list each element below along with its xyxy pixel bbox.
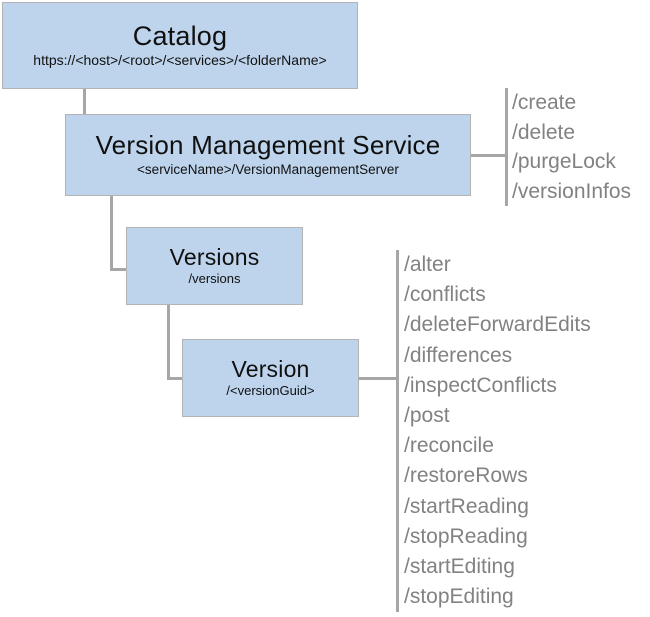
connector-versions-to-version-vertical	[167, 304, 170, 379]
operation-item[interactable]: /stopReading	[404, 524, 528, 548]
node-version-management-service-subtitle: <serviceName>/VersionManagementServer	[137, 161, 399, 177]
operations-bus-version	[396, 250, 399, 612]
operation-item[interactable]: /restoreRows	[404, 464, 528, 488]
operation-item[interactable]: /post	[404, 404, 450, 428]
node-version-management-service-title: Version Management Service	[95, 130, 441, 161]
node-versions-title: Versions	[169, 244, 260, 271]
operations-bus-vms	[505, 88, 508, 206]
connector-vms-to-operations	[469, 154, 507, 157]
operation-item[interactable]: /reconcile	[404, 434, 494, 458]
operation-item[interactable]: /startReading	[404, 494, 529, 518]
operation-item[interactable]: /startEditing	[404, 555, 515, 579]
node-versions-subtitle: /versions	[188, 271, 241, 287]
operations-list-version: /alter/conflicts/deleteForwardEdits/diff…	[404, 250, 591, 612]
operation-item[interactable]: /purgeLock	[512, 150, 616, 173]
connector-version-to-operations	[357, 377, 399, 380]
node-version-title: Version	[231, 356, 310, 383]
operation-item[interactable]: /stopEditing	[404, 585, 514, 609]
node-version-management-service[interactable]: Version Management Service <serviceName>…	[65, 114, 471, 196]
operation-item[interactable]: /inspectConflicts	[404, 373, 557, 397]
operations-list-version-management-service: /create/delete/purgeLock/versionInfos	[512, 88, 631, 206]
operation-item[interactable]: /versionInfos	[512, 179, 632, 203]
node-catalog-subtitle: https://<host>/<root>/<services>/<folder…	[33, 52, 327, 69]
operation-item[interactable]: /delete	[512, 120, 576, 144]
node-catalog-title: Catalog	[132, 21, 228, 52]
operation-item[interactable]: /alter	[404, 253, 451, 276]
node-versions[interactable]: Versions /versions	[126, 227, 303, 305]
node-version-subtitle: /<versionGuid>	[226, 383, 315, 399]
node-catalog[interactable]: Catalog https://<host>/<root>/<services>…	[2, 2, 358, 89]
operation-item[interactable]: /differences	[404, 343, 513, 367]
operation-item[interactable]: /create	[512, 91, 577, 114]
node-version[interactable]: Version /<versionGuid>	[182, 339, 359, 417]
operation-item[interactable]: /deleteForwardEdits	[404, 313, 591, 337]
connector-vms-to-versions-vertical	[110, 195, 113, 270]
operation-item[interactable]: /conflicts	[404, 283, 486, 307]
